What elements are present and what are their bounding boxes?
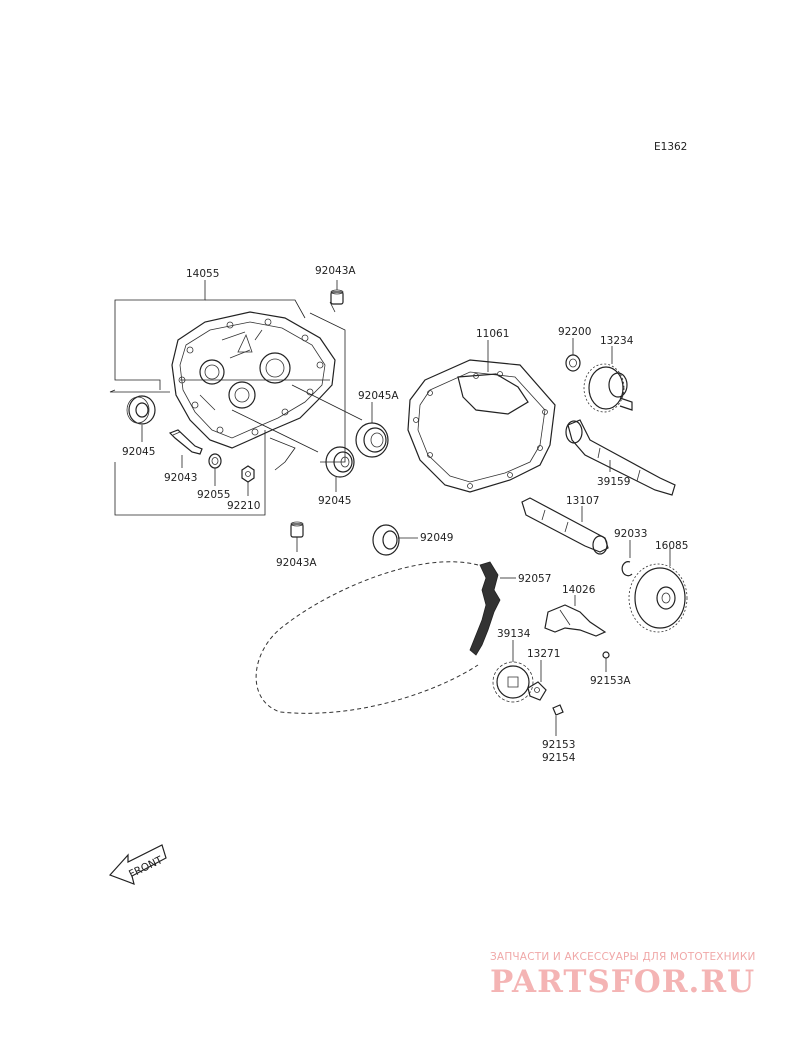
label-92045A: 92045A	[358, 390, 399, 402]
gasket	[407, 340, 556, 493]
oil-seal-92049	[372, 524, 418, 556]
crankcase-cover	[109, 280, 336, 516]
label-92057: 92057	[518, 573, 551, 585]
label-92153A: 92153A	[590, 675, 631, 687]
label-14026: 14026	[562, 584, 596, 596]
label-11061: 11061	[476, 328, 509, 340]
label-92043: 92043	[164, 472, 197, 484]
watermark-logo: PARTSFOR.RU	[490, 964, 756, 1000]
bearing-left	[126, 395, 156, 442]
chain-guard-14026	[544, 595, 607, 637]
label-92045-left: 92045	[122, 446, 155, 458]
diagram-code: E1362	[654, 141, 687, 153]
label-92043A-top: 92043A	[315, 265, 356, 277]
bearing-92045A	[355, 402, 389, 458]
shaft-pin	[168, 429, 203, 468]
bolt-92153	[552, 704, 564, 736]
plate-13271	[527, 660, 547, 701]
label-92043A-bottom: 92043A	[276, 557, 317, 569]
label-92154: 92154	[542, 752, 576, 764]
label-92033: 92033	[614, 528, 647, 540]
washer-92055	[208, 453, 222, 486]
label-14055: 14055	[186, 268, 219, 280]
label-92055: 92055	[197, 489, 230, 501]
bearing-middle	[325, 446, 355, 492]
bolt-92153A	[602, 651, 610, 672]
shaft-13107	[521, 497, 609, 555]
label-13271: 13271	[527, 648, 560, 660]
front-arrow-text: FRONT	[127, 854, 165, 881]
circlip-92033	[621, 540, 633, 577]
shaft-39159	[565, 419, 676, 496]
label-16085: 16085	[655, 540, 688, 552]
dowel-pin-bottom	[290, 521, 304, 552]
label-92153: 92153	[542, 739, 575, 751]
sprocket-39134	[492, 640, 534, 703]
drive-chain	[255, 561, 516, 714]
nut-92210	[241, 465, 255, 496]
label-39159: 39159	[597, 476, 630, 488]
label-92045-mid: 92045	[318, 495, 351, 507]
front-direction-arrow: FRONT	[108, 844, 167, 885]
gear-16085	[628, 548, 688, 633]
gear-13234	[583, 346, 633, 413]
label-92210: 92210	[227, 500, 260, 512]
label-92200: 92200	[558, 326, 591, 338]
dowel-pin-top	[330, 280, 344, 305]
watermark-tagline: ЗАПЧАСТИ И АКСЕССУАРЫ ДЛЯ МОТОТЕХНИКИ	[490, 951, 756, 963]
label-13234: 13234	[600, 335, 634, 347]
label-39134: 39134	[497, 628, 531, 640]
label-92049: 92049	[420, 532, 453, 544]
label-13107: 13107	[566, 495, 599, 507]
washer-92200	[565, 338, 581, 372]
